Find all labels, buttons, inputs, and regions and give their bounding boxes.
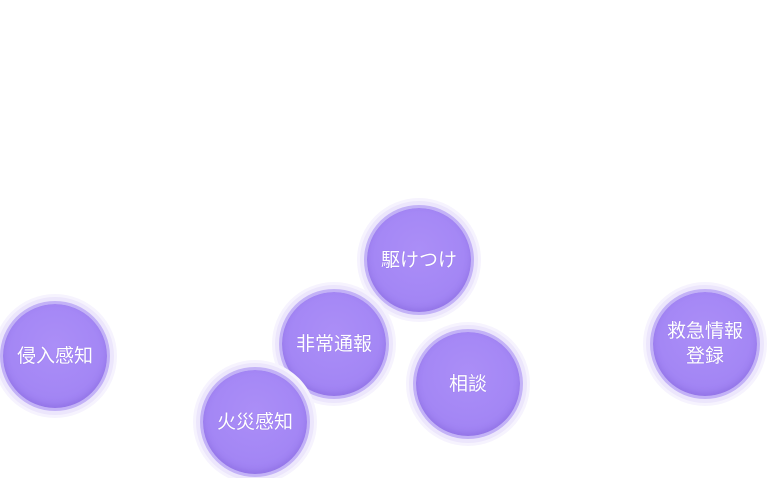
intrusion-detection-label: 侵入感知 — [16, 344, 93, 367]
consultation-label: 相談 — [448, 372, 487, 395]
consultation-button[interactable]: 相談 — [416, 332, 520, 436]
rush-service-label: 駆けつけ — [380, 248, 457, 271]
fire-detection-label: 火災感知 — [216, 410, 293, 433]
emergency-alarm-button[interactable]: 非常通報 — [282, 292, 386, 396]
rush-service-button[interactable]: 駆けつけ — [367, 208, 471, 312]
fire-detection-button[interactable]: 火災感知 — [203, 370, 307, 474]
medical-info-registration-label: 救急情報 登録 — [666, 320, 743, 367]
emergency-alarm-label: 非常通報 — [295, 332, 372, 355]
medical-info-registration-button[interactable]: 救急情報 登録 — [653, 292, 757, 396]
intrusion-detection-button[interactable]: 侵入感知 — [3, 304, 107, 408]
